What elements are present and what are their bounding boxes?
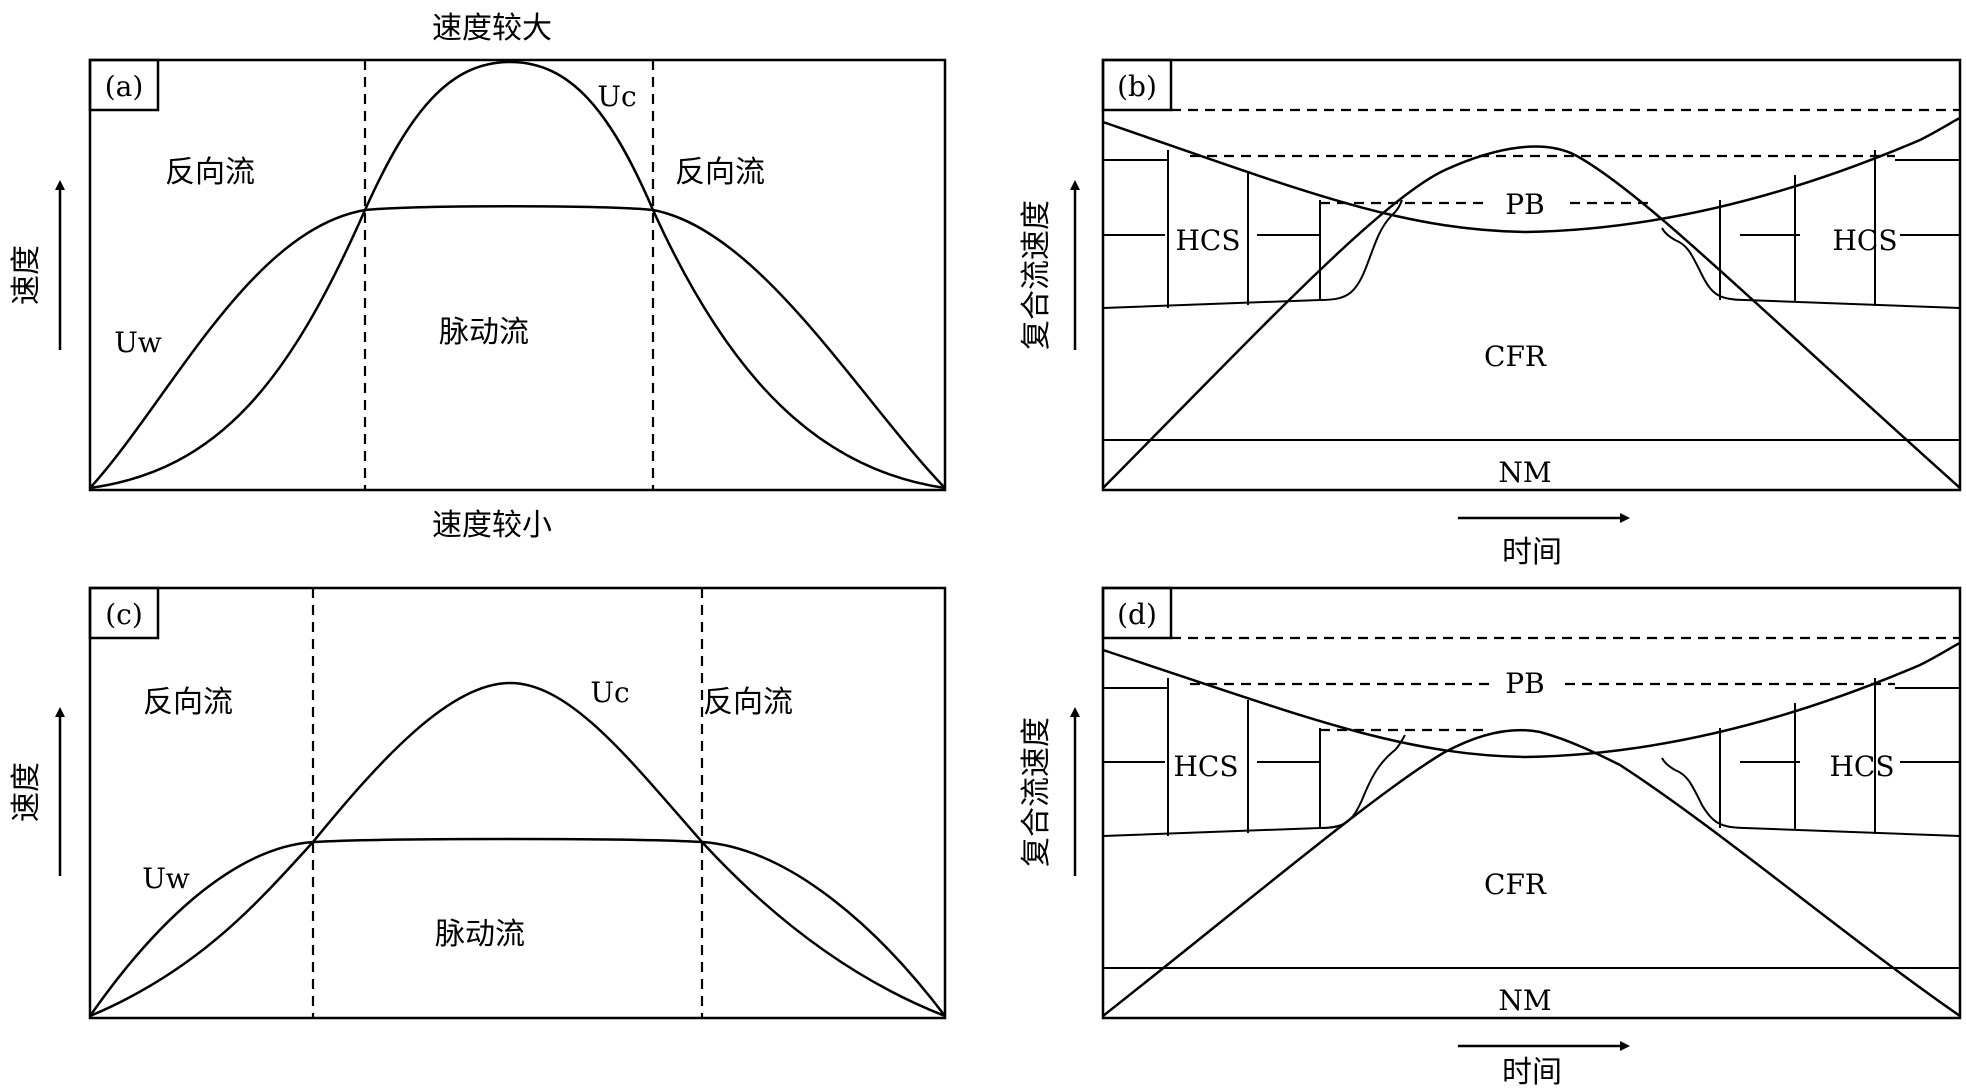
panel-d-hcs-left-base	[1102, 734, 1406, 837]
panel-a-uw-label: Uw	[114, 326, 162, 359]
panel-a-left-region: 反向流	[165, 155, 255, 190]
panel-b-tag: (b)	[1117, 70, 1157, 103]
panel-b-pb-label: PB	[1505, 188, 1544, 221]
panel-b-x-axis-label: 时间	[1502, 535, 1562, 570]
panel-c-y-axis-label: 速度	[9, 762, 44, 822]
panel-c-left-region: 反向流	[143, 685, 233, 720]
panel-c-frame	[88, 586, 947, 1020]
panel-d-tag-box	[1101, 586, 1173, 640]
panel-d: (d) PB HCS HCS CFR NM 复合流速度 时间	[1019, 586, 1962, 1090]
panel-d-tag: (d)	[1117, 598, 1157, 631]
panel-c-uc-curve	[89, 681, 946, 1018]
panel-d-hcs-right-label: HCS	[1829, 750, 1894, 783]
panel-d-cfr-label: CFR	[1484, 868, 1547, 901]
panel-d-x-axis-label: 时间	[1502, 1055, 1562, 1090]
panel-d-cfr-boundary	[1102, 728, 1961, 1018]
panel-c-right-region: 反向流	[703, 685, 793, 720]
panel-b-hcs-left-base	[1102, 199, 1403, 309]
panel-b-hcs-right-base	[1661, 227, 1961, 309]
panel-a-uw-curve	[89, 205, 946, 489]
panel-a-uc-label: Uc	[597, 80, 636, 113]
panel-b: (b) PB HCS HCS CFR NM 复合流速度 时间	[1019, 58, 1962, 570]
panel-a-tag-box	[88, 58, 160, 112]
panel-a-bottom-label: 速度较小	[432, 508, 552, 543]
panel-c: (c) 反向流 反向流 脉动流 Uc Uw 速度	[9, 586, 947, 1020]
panel-b-y-axis-label: 复合流速度	[1019, 200, 1054, 350]
panel-a-center-region: 脉动流	[439, 315, 529, 350]
panel-b-hcs-right-label: HCS	[1832, 224, 1897, 257]
panel-a-uc-curve	[89, 60, 946, 490]
panel-d-y-axis-label: 复合流速度	[1019, 717, 1054, 867]
panel-c-uw-curve	[88, 837, 946, 1017]
panel-a-y-axis-label: 速度	[9, 245, 44, 305]
panel-b-cfr-label: CFR	[1484, 340, 1547, 373]
panel-d-hcs-left-label: HCS	[1173, 750, 1238, 783]
panel-b-cfr-boundary	[1102, 145, 1961, 489]
panel-d-pb-boundary	[1102, 641, 1961, 759]
panel-a-top-label: 速度较大	[432, 11, 552, 46]
panel-c-center-region: 脉动流	[435, 917, 525, 952]
panel-c-tag-box	[88, 586, 160, 640]
panel-d-frame	[1101, 586, 1962, 1020]
panel-c-uc-label: Uc	[590, 676, 629, 709]
panel-c-uw-label: Uw	[142, 862, 190, 895]
panel-d-hcs-right-base	[1661, 757, 1961, 837]
panel-a-right-region: 反向流	[675, 155, 765, 190]
panel-a-frame	[88, 58, 947, 492]
panel-a: (a) 速度较大 速度较小 反向流 反向流 脉动流 Uc Uw 速度	[9, 11, 947, 543]
panel-b-pb-boundary	[1102, 116, 1961, 234]
panel-b-hcs-left-label: HCS	[1175, 224, 1240, 257]
panel-b-frame	[1101, 58, 1962, 492]
panel-a-tag: (a)	[105, 70, 144, 103]
panel-b-nm-label: NM	[1498, 456, 1551, 489]
panel-b-tag-box	[1101, 58, 1173, 112]
panel-d-nm-label: NM	[1498, 984, 1551, 1017]
panel-c-tag: (c)	[105, 598, 143, 631]
panel-d-pb-label: PB	[1505, 667, 1544, 700]
